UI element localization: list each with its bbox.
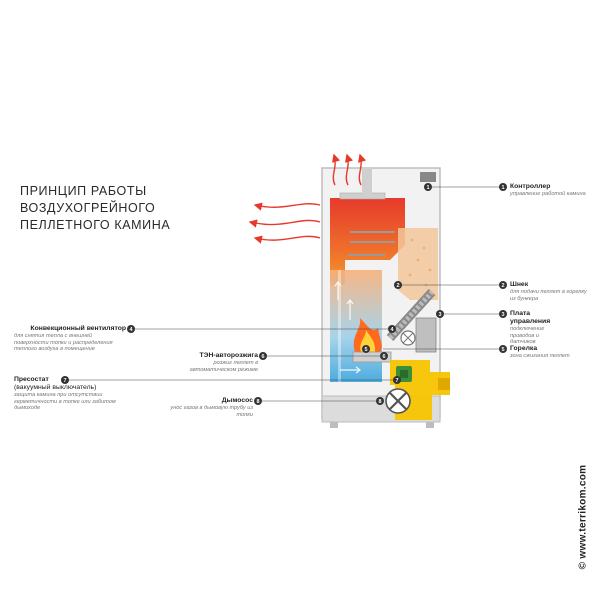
heat-exchanger <box>348 231 395 256</box>
svg-text:4: 4 <box>390 327 394 333</box>
pellet-hopper <box>398 228 438 300</box>
control-board-unit <box>415 317 437 353</box>
svg-text:6: 6 <box>382 354 385 360</box>
svg-text:8: 8 <box>378 399 381 405</box>
inner-airflow-arrows <box>334 281 361 374</box>
svg-text:5: 5 <box>501 347 504 353</box>
label-auger-name: Шнек <box>510 281 529 288</box>
label-controller-desc: управление работой камина <box>510 191 586 197</box>
smoke-extractor-fan <box>385 388 411 414</box>
label-controller-name: Контроллер <box>510 183 551 190</box>
label-control-board-desc: подключение проводов и датчиков <box>510 326 545 346</box>
diagram-title: ПРИНЦИП РАБОТЫ ВОЗДУХОГРЕЙНОГО ПЕЛЛЕТНОГ… <box>20 183 220 234</box>
label-igniter: ТЭН-авторозжига розжиг пеллет в автомати… <box>170 352 258 373</box>
label-smoke-extractor-name: Дымосос <box>221 397 253 404</box>
label-igniter-name: ТЭН-авторозжига <box>199 352 258 359</box>
label-control-board-name: Плата управления <box>510 310 551 325</box>
label-igniter-desc: розжиг пеллет в автоматическом режиме <box>189 360 258 373</box>
title-line-2: ВОЗДУХОГРЕЙНОГО <box>20 201 156 215</box>
label-burner-desc: зона сжигания пеллет <box>510 353 570 359</box>
auger <box>386 288 436 342</box>
leader-lines <box>65 186 503 402</box>
label-burner: Горелка зона сжигания пеллет <box>510 345 570 360</box>
burner <box>352 351 392 363</box>
label-pressure-switch-desc: защита камина при отсутствии герметичнос… <box>14 392 116 412</box>
svg-text:4: 4 <box>129 327 133 333</box>
label-convection-fan-name: Конвекционный вентилятор <box>30 325 126 332</box>
label-auger-desc: для подачи пеллет в горелку из бункера <box>510 289 587 302</box>
label-smoke-extractor: Дымосос унос газов в дымовую трубу из то… <box>166 397 253 418</box>
watermark: © www.terrikom.com <box>575 452 591 582</box>
label-auger: Шнек для подачи пеллет в горелку из бунк… <box>510 281 590 302</box>
label-convection-fan-desc: для снятия тепла с внешней поверхности т… <box>14 333 113 353</box>
svg-text:7: 7 <box>63 378 66 384</box>
watermark-text: © www.terrikom.com <box>577 464 589 570</box>
label-smoke-extractor-desc: унос газов в дымовую трубу из топки <box>170 405 253 418</box>
svg-text:8: 8 <box>256 399 259 405</box>
svg-text:2: 2 <box>396 283 399 289</box>
label-control-board: Плата управления подключение проводов и … <box>510 310 562 346</box>
svg-text:2: 2 <box>501 283 504 289</box>
title-line-1: ПРИНЦИП РАБОТЫ <box>20 184 147 198</box>
label-burner-name: Горелка <box>510 345 538 352</box>
flue-pipe <box>362 168 372 198</box>
label-pressure-switch: Пресостат (вакуумный выключатель) защита… <box>14 376 118 412</box>
label-controller: Контроллер управление работой камина <box>510 183 590 198</box>
number-markers: 1 1 2 2 3 3 4 4 5 5 6 6 7 7 8 8 <box>61 183 507 405</box>
label-pressure-switch-name2: (вакуумный выключатель) <box>14 384 97 391</box>
controller-unit <box>420 172 436 182</box>
svg-text:1: 1 <box>501 185 504 191</box>
label-convection-fan: Конвекционный вентилятор для снятия тепл… <box>14 325 126 353</box>
warm-air-arrows <box>248 153 367 244</box>
cold-air-zone <box>330 270 382 382</box>
svg-text:5: 5 <box>364 347 367 353</box>
svg-text:7: 7 <box>395 378 398 384</box>
label-pressure-switch-name: Пресостат <box>14 376 49 383</box>
svg-text:3: 3 <box>438 312 441 318</box>
title-line-3: ПЕЛЛЕТНОГО КАМИНА <box>20 218 171 232</box>
svg-text:6: 6 <box>261 354 264 360</box>
svg-text:1: 1 <box>426 185 429 191</box>
svg-text:3: 3 <box>501 312 504 318</box>
